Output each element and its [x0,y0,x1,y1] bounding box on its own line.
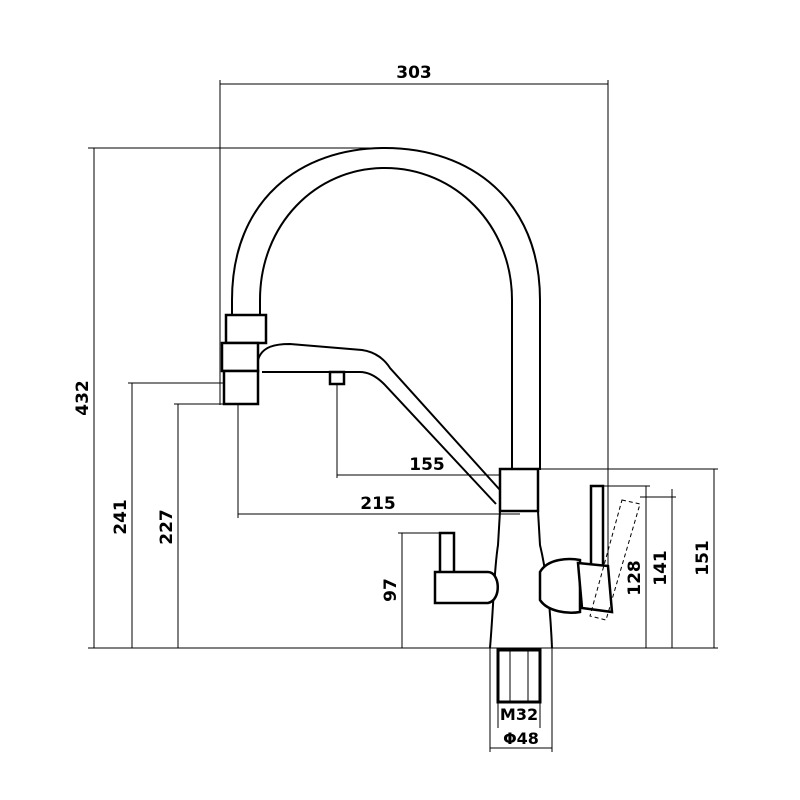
spray-head-nozzle [222,369,260,406]
dimension-227: 227 [157,403,240,648]
label-215: 215 [360,494,396,514]
dimension-155: 155 [336,385,520,478]
label-155: 155 [409,455,445,475]
dimension-overall-height: 432 [73,147,390,648]
shank [496,648,542,704]
spray-head-ring [224,313,268,345]
label-241: 241 [111,499,131,535]
dimension-128: 128 [602,485,650,648]
label-141: 141 [651,550,671,586]
dimension-141: 141 [640,489,676,648]
label-phi48: Φ48 [503,729,539,748]
main-column-top [498,467,540,513]
dimension-151: 151 [540,468,718,648]
label-151: 151 [693,540,713,576]
label-227: 227 [157,509,177,545]
label-128: 128 [625,560,645,596]
dimension-base-diameter: Φ48 [489,648,553,752]
filter-spout [257,342,501,491]
label-97: 97 [381,578,401,602]
faucet [220,146,641,704]
label-303: 303 [396,63,432,83]
filter-spout-outlet [328,370,346,386]
dimension-overall-width: 303 [219,63,609,570]
dimension-241: 241 [111,382,232,648]
dimension-thread: M32 [497,650,541,728]
right-handle-body [538,557,582,614]
gooseneck-spout-inner [259,166,513,470]
filter-spout-inner [262,371,497,505]
dimension-215: 215 [237,405,520,518]
gooseneck-spout [231,146,541,470]
dimension-97: 97 [381,532,445,648]
left-handle-body [433,570,499,605]
label-432: 432 [73,380,93,416]
left-handle-lever [438,531,456,577]
label-m32: M32 [500,705,538,724]
right-handle-lever [589,484,605,568]
spray-head-body [220,341,260,373]
right-handle-cap [576,561,614,614]
